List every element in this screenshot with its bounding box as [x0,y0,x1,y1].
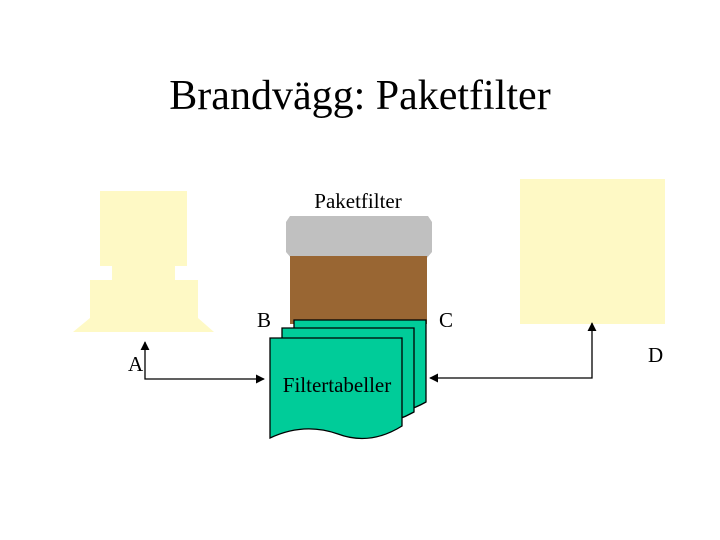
slide-title: Brandvägg: Paketfilter [169,73,551,119]
point-label-c: C [439,308,453,332]
client-monitor [100,191,187,266]
point-label-d: D [648,343,663,367]
server-icon [520,179,665,324]
client-stand [112,266,175,280]
filter-table-front [269,337,403,440]
firewall-top [286,216,432,259]
point-label-b: B [257,308,271,332]
document-stack-icon [269,319,427,440]
client-base [90,280,198,318]
client-computer-icon [73,191,214,332]
firewall-body [290,256,427,324]
firewall-label: Paketfilter [314,189,401,213]
client-keyboard [73,318,214,332]
point-label-a: A [128,352,144,376]
connection-line-right [429,322,597,383]
firewall-box-icon [286,216,432,324]
filter-tables-label: Filtertabeller [283,373,391,397]
connection-line-left [140,341,265,384]
